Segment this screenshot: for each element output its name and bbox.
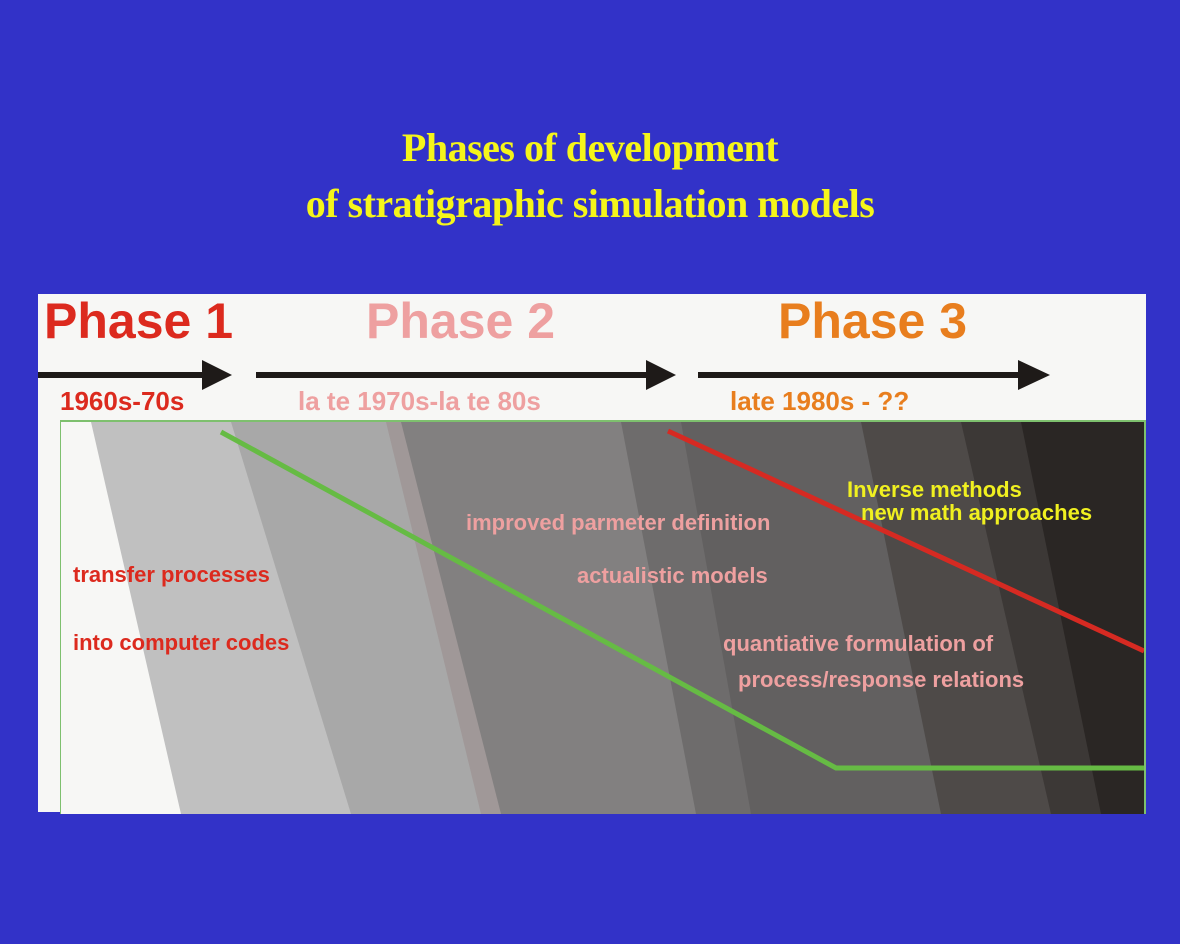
title-line-2: of stratigraphic simulation models: [305, 181, 875, 226]
phases-diagram: Phase 1 Phase 2 Phase 3 1960s-70s la te …: [38, 293, 1146, 814]
slide-title: Phases of development of stratigraphic s…: [0, 120, 1180, 232]
phase-1-progression-line: [219, 429, 1144, 771]
phase-1-note: transfer processes: [73, 562, 270, 587]
phase-3-period: late 1980s - ??: [730, 386, 910, 416]
phase-1-period: 1960s-70s: [60, 386, 185, 416]
phase-2-note: actualistic models: [577, 563, 768, 588]
phase-2-note: process/response relations: [738, 667, 1025, 692]
phase-1-note: into computer codes: [73, 630, 290, 655]
phase-1-heading: Phase 1: [44, 293, 234, 349]
phase-2-heading: Phase 2: [366, 293, 556, 349]
title-line-1: Phases of development: [401, 125, 779, 170]
arrow-right-icon: [698, 360, 1050, 390]
phase-2-period: la te 1970s-la te 80s: [298, 386, 541, 416]
phase-3-note: Inverse methods: [847, 477, 1022, 502]
background-bands: [61, 422, 1144, 814]
phase-3-heading: Phase 3: [778, 293, 968, 349]
arrow-right-icon: [256, 360, 676, 390]
timeline-arrows: [38, 360, 1050, 390]
phase-3-note: new math approaches: [861, 500, 1093, 525]
phase-3-progression-line: [666, 428, 1144, 654]
phase-2-note: quantiative formulation of: [723, 631, 994, 656]
development-field: transfer processes into computer codes i…: [60, 420, 1146, 814]
phase-2-note: improved parmeter definition: [466, 510, 771, 535]
arrow-right-icon: [38, 360, 232, 390]
